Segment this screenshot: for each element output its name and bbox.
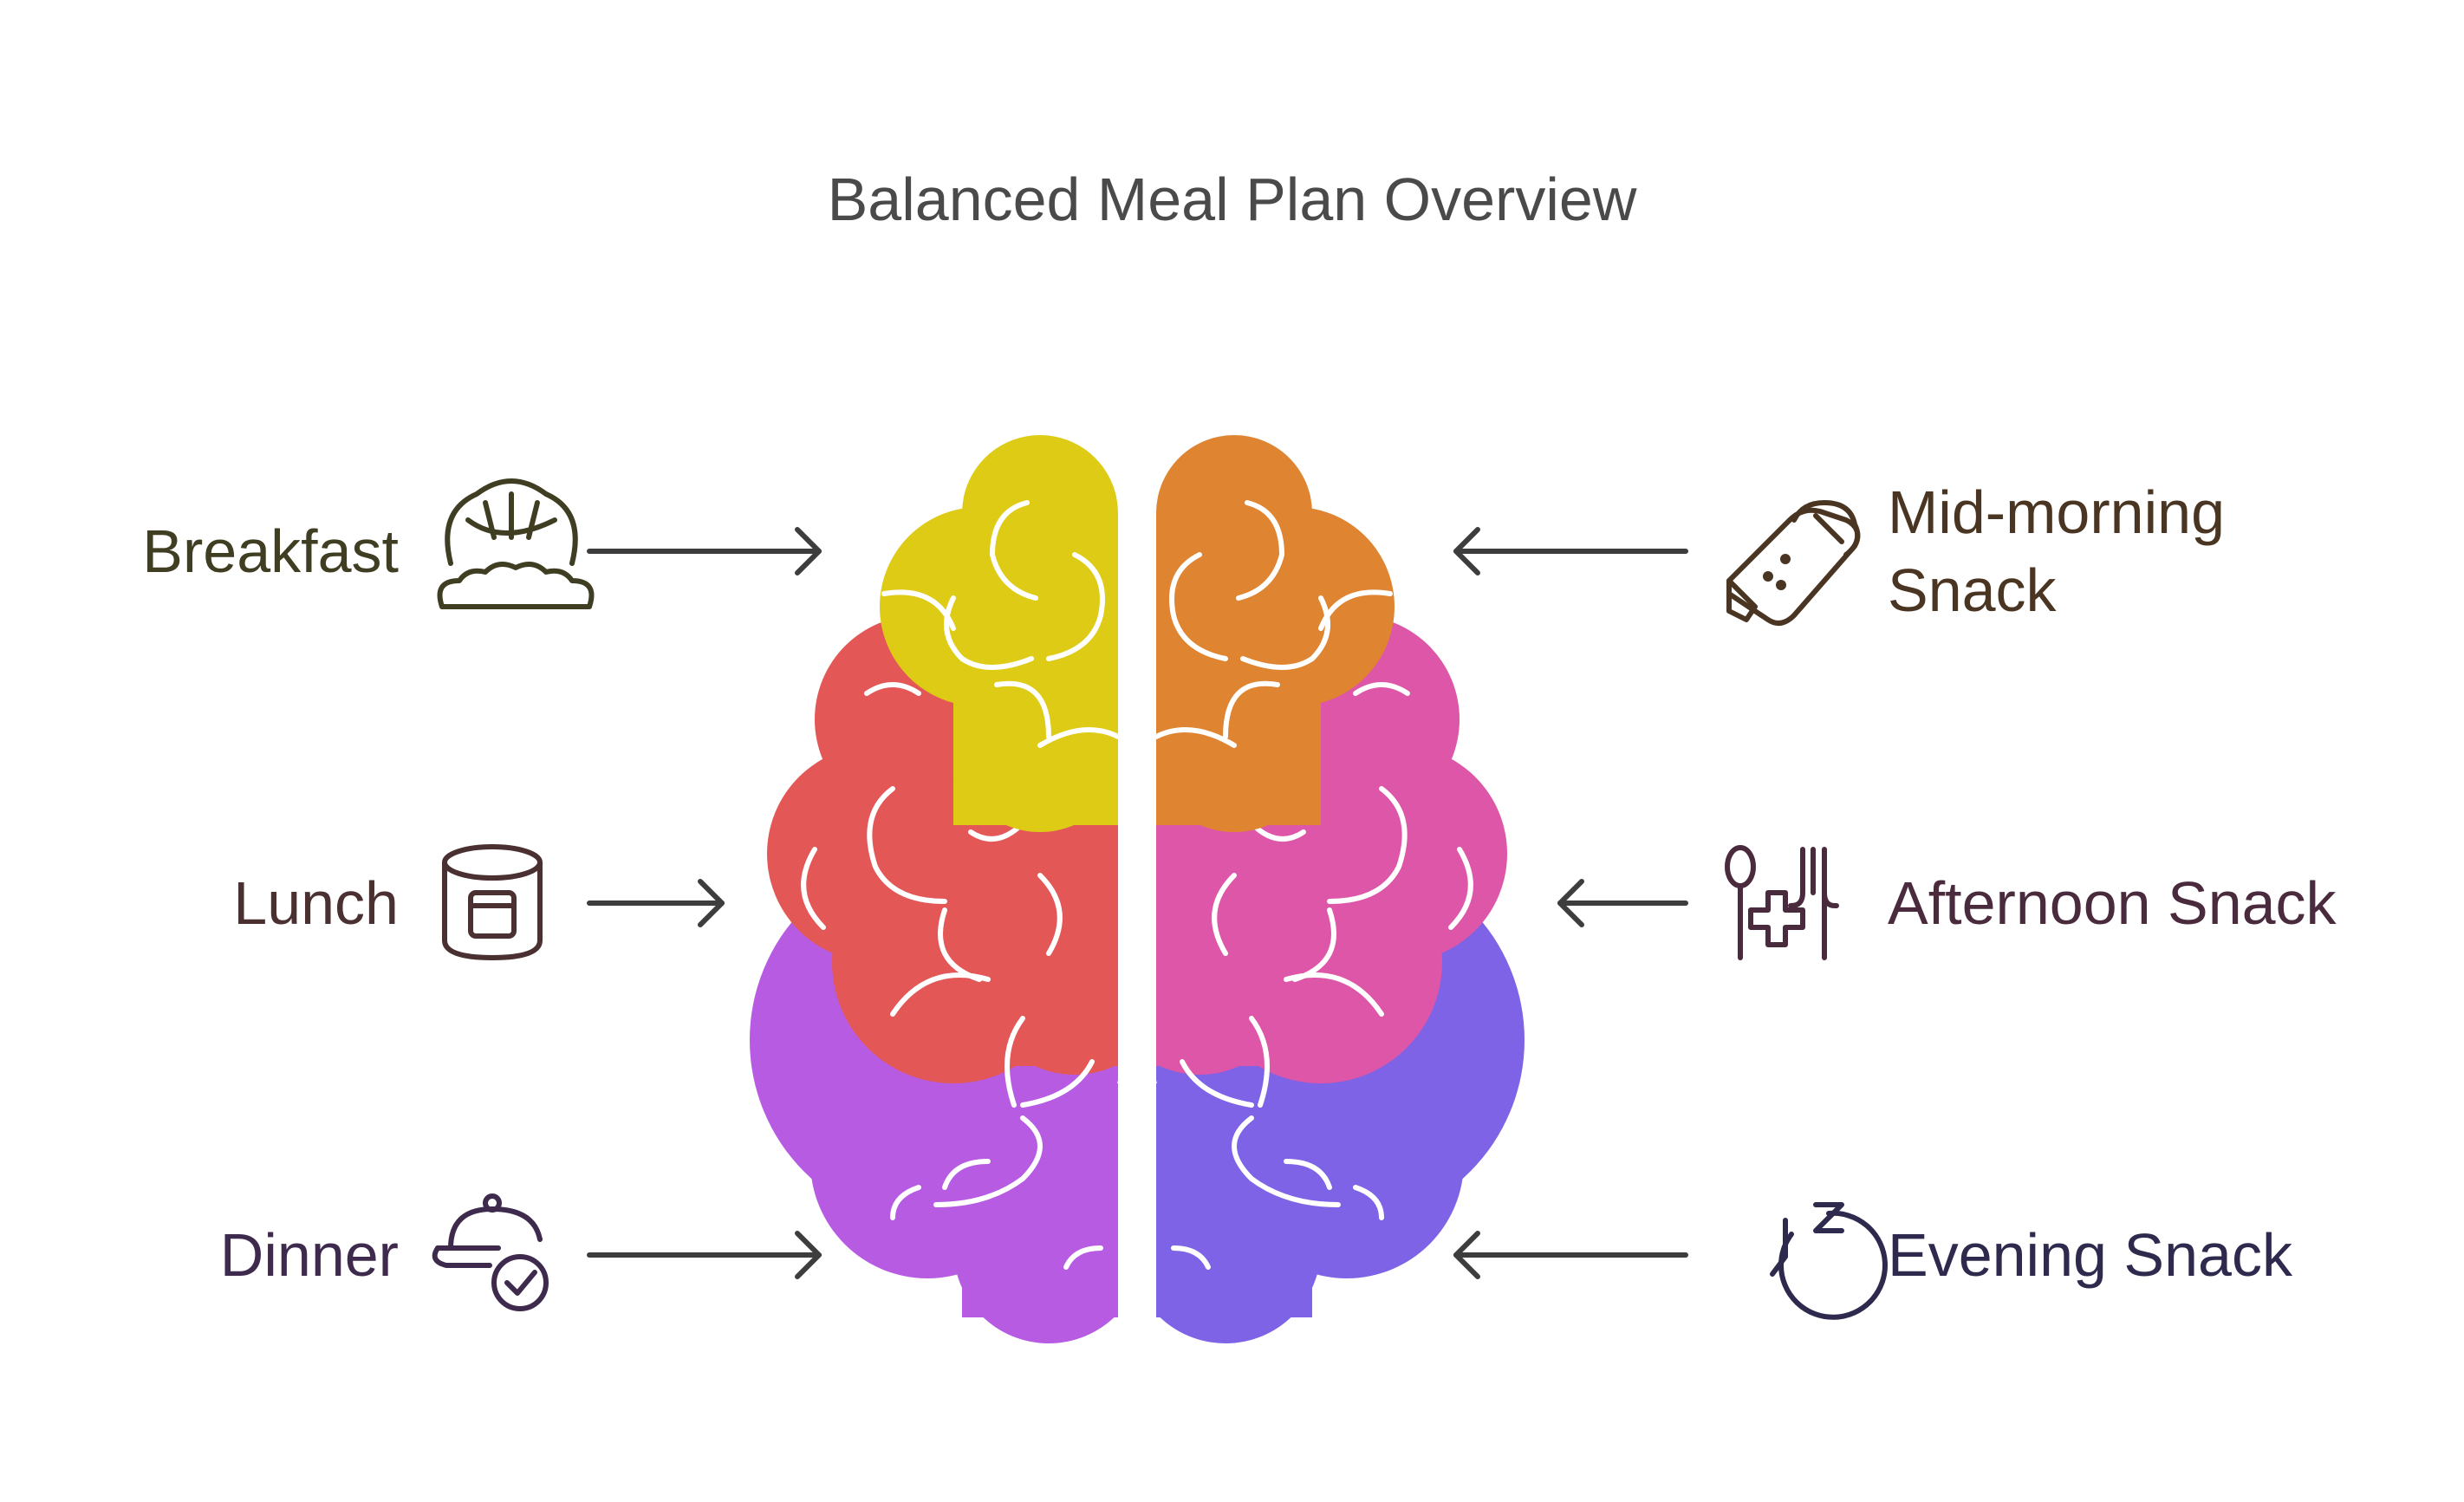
arrow-mid-morning-snack [1453,527,1688,575]
health-food-icon [1725,845,1839,960]
croissant-icon [437,478,595,609]
left-hemisphere [750,435,1118,1343]
brain-lobe-breakfast [880,435,1118,832]
arrow-dinner [587,1231,822,1279]
brain-lobe-mid-morning-snack [1156,435,1395,832]
arrow-evening-snack [1453,1231,1688,1279]
label-evening-snack: Evening Snack [1888,1221,2292,1289]
arrow-lunch [587,879,725,927]
label-dinner: Dinner [219,1221,399,1289]
arrow-breakfast [587,527,822,575]
right-hemisphere [1156,435,1525,1343]
label-afternoon-snack: Afternoon Snack [1888,869,2337,937]
cloche-check-icon [432,1193,549,1311]
diagram-title: Balanced Meal Plan Overview [827,166,1637,233]
canned-food-icon [442,844,543,960]
label-breakfast: Breakfast [142,517,399,585]
burrito-icon [1726,500,1861,626]
arrow-afternoon-snack [1557,879,1688,927]
clock-sleep-icon [1770,1202,1888,1320]
label-lunch: Lunch [233,869,399,937]
